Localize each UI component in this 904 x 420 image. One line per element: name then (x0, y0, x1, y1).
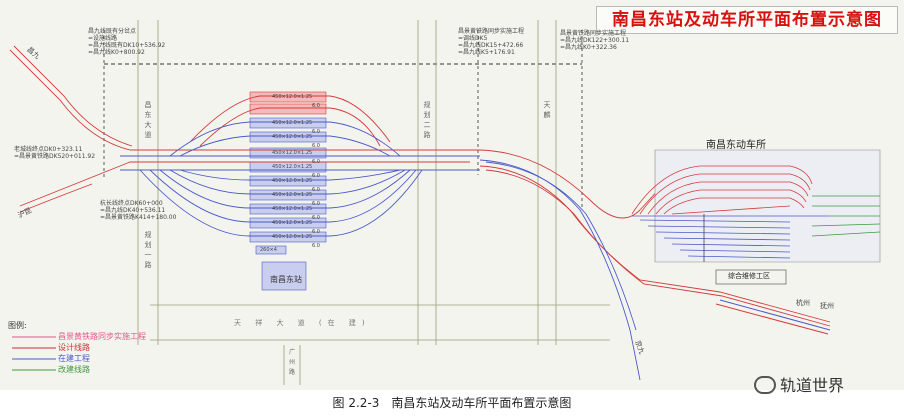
annotation-east-top: 杭州 (796, 299, 810, 307)
callout-hangchang-end: 杭长线终点DK60+000=昌九线DK40+536.11 =昌景黄铁路K414+… (100, 200, 177, 221)
platform-gap-label: 6.0 (312, 243, 320, 249)
maintenance-area (715, 269, 787, 285)
platform-label: 260×4 (260, 247, 277, 253)
maintenance-label: 综合维修工区 (728, 272, 770, 280)
platform-gap-label: 6.0 (312, 103, 320, 109)
platform-label: 450×12.0×1.25 (272, 150, 313, 156)
caption-text: 南昌东站及动车所平面布置示意图 (391, 396, 572, 410)
platform-label: 450×12.0×1.25 (272, 234, 313, 240)
caption-number: 图 2.2-3 (332, 396, 380, 410)
figure-caption: 图 2.2-3 南昌东站及动车所平面布置示意图 (0, 394, 904, 411)
vertical-roads (137, 20, 557, 385)
platform-label: 450×12.0×1.25 (272, 164, 313, 170)
platform-label: 450×12.0×1.25 (272, 134, 313, 140)
platform-label: 450×12.0×1.25 (272, 206, 313, 212)
watermark-text: 轨道世界 (780, 376, 845, 395)
vertical-road-label: 规划一路 (144, 231, 152, 269)
horizontal-road (150, 304, 610, 341)
diagram-canvas: 南昌东站及动车所平面布置示意图 昌九线既有分岔点=设施线路 =昌九线既有DK10… (0, 0, 904, 390)
platform-gap-label: 6.0 (312, 229, 320, 235)
road-label-tianxiang: 天 祥 大 道 (在 建) (234, 319, 371, 327)
annotation-south-road: 广州路 (288, 349, 295, 376)
wechat-icon (754, 375, 776, 394)
platform-gap-label: 6.0 (312, 129, 320, 135)
depot (631, 149, 881, 285)
east-lines (715, 299, 831, 335)
legend-title: 图例: (8, 321, 27, 330)
callout-sync-east: 昌景黄铁路同步实施工程=昌九线DK122+300.11 =昌九线K0+322.3… (560, 30, 630, 51)
platform-label: 450×12.0×1.25 (272, 192, 313, 198)
platform-label: 450×12.0×1.25 (272, 220, 313, 226)
track-layout-drawing (9, 20, 881, 385)
legend-swatches (12, 336, 56, 371)
watermark: 轨道世界 (754, 372, 844, 396)
platform-gap-label: 6.0 (312, 215, 320, 221)
blue-tracks (120, 121, 641, 381)
depot-label: 南昌东动车所 (706, 140, 766, 151)
diagram-title: 南昌东站及动车所平面布置示意图 (596, 6, 898, 34)
platform-label: 450×12.0×1.25 (272, 120, 313, 126)
platform-gap-label: 6.0 (312, 201, 320, 207)
annotation-east-bottom: 抚州 (820, 302, 834, 310)
platform-gap-label: 6.0 (312, 159, 320, 165)
legend-item: 设计线路 (58, 343, 90, 352)
vertical-road-label: 规划二路 (423, 101, 431, 139)
callout-changjiu-branch: 昌九线既有分岔点=设施线路 =昌九线既有DK10+536.92=昌九线K0+80… (88, 28, 166, 56)
legend-item: 在建工程 (58, 354, 90, 363)
legend: 图例: 昌景黄铁路同步实施工程 设计线路 在建工程 改建线路 (8, 320, 146, 375)
vertical-road-label: 天麟 (543, 101, 551, 119)
legend-item: 改建线路 (58, 365, 90, 374)
callout-changjinghuang-sync: 昌景黄铁路同步实施工程=调线DK5 =昌九线DK15+472.66=昌九线K5+… (458, 28, 525, 56)
platform-gap-label: 6.0 (312, 187, 320, 193)
station-label: 南昌东站 (270, 275, 302, 284)
platform-label: 450×12.0×1.25 (272, 94, 313, 100)
platform-gap-label: 6.0 (312, 143, 320, 149)
platform-label: 450×12.0×1.25 (272, 178, 313, 184)
station-building (261, 261, 307, 291)
callout-old-line-end: 老城线终点DK0+323.11=昌景黄铁路DK520+011.92 (14, 146, 96, 160)
legend-item: 昌景黄铁路同步实施工程 (58, 332, 146, 341)
vertical-road-label: 昌东大道 (144, 101, 152, 139)
platform-gap-label: 6.0 (312, 173, 320, 179)
